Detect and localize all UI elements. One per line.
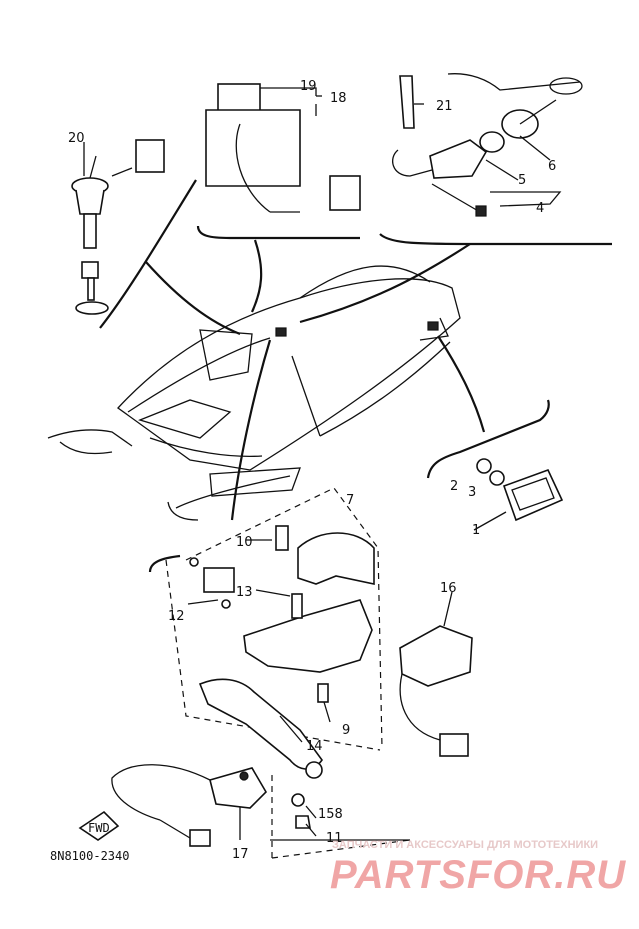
callout-12: 12 bbox=[168, 609, 185, 624]
part-20-knob bbox=[71, 139, 165, 315]
callout-18: 18 bbox=[330, 91, 347, 106]
part-21-key-and-switch bbox=[392, 73, 583, 217]
callout-6: 6 bbox=[548, 159, 556, 174]
callout-19: 19 bbox=[300, 79, 317, 94]
leader-lines bbox=[99, 179, 612, 841]
callout-7: 7 bbox=[346, 493, 354, 508]
callout-16: 16 bbox=[440, 581, 457, 596]
callout-leaders bbox=[83, 103, 562, 837]
part-16-module bbox=[399, 625, 473, 757]
callout-11: 11 bbox=[326, 831, 343, 846]
part-18-19-relay bbox=[205, 83, 361, 213]
callout-13: 13 bbox=[236, 585, 253, 600]
callout-numbers: 1 2 3 4 5 6 7 9 10 11 12 13 14 158 16 17… bbox=[68, 79, 556, 862]
callout-4: 4 bbox=[536, 201, 544, 216]
watermark-brand: PARTSFOR.RU bbox=[330, 853, 626, 897]
callout-5: 5 bbox=[518, 173, 526, 188]
watermark: ЗАПЧАСТИ И АКСЕССУАРЫ ДЛЯ МОТОТЕХНИКИ PA… bbox=[330, 839, 626, 897]
callout-21: 21 bbox=[436, 99, 453, 114]
callout-158: 158 bbox=[318, 807, 343, 822]
callout-17: 17 bbox=[232, 847, 249, 862]
callout-14: 14 bbox=[306, 739, 323, 754]
kit-7-boundary bbox=[165, 487, 411, 859]
snowmobile-illustration bbox=[47, 265, 461, 521]
callout-3: 3 bbox=[468, 485, 476, 500]
watermark-tagline: ЗАПЧАСТИ И АКСЕССУАРЫ ДЛЯ МОТОТЕХНИКИ bbox=[332, 839, 598, 851]
drawing-code: 8N8100-2340 bbox=[50, 849, 129, 863]
callout-1: 1 bbox=[472, 523, 480, 538]
callout-9: 9 bbox=[342, 723, 350, 738]
part-17-switch bbox=[111, 764, 311, 847]
fwd-label: FWD bbox=[88, 821, 110, 835]
forward-direction-marker: FWD bbox=[78, 810, 120, 841]
part-1-2-3-gauge bbox=[476, 458, 564, 522]
part-7-throttle-housing bbox=[189, 525, 375, 779]
callout-20: 20 bbox=[68, 131, 85, 146]
callout-2: 2 bbox=[450, 479, 458, 494]
callout-10: 10 bbox=[236, 535, 253, 550]
